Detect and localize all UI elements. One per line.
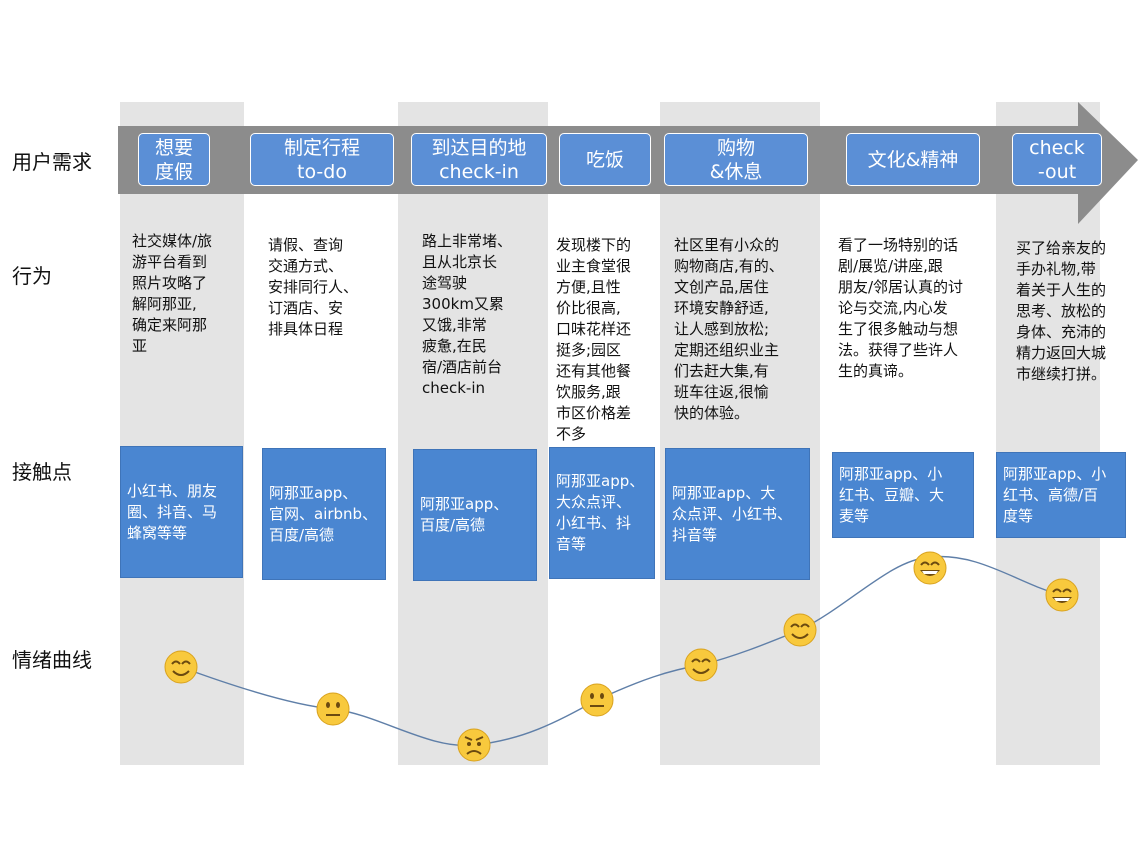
behavior-text-7: 买了给亲友的 手办礼物,带 着关于人生的 思考、放松的 身体、充沛的 精力返回大… <box>1016 239 1107 383</box>
row-label-touchpoint: 接触点 <box>12 460 72 484</box>
behavior-text-1: 社交媒体/旅 游平台看到 照片攻略了 解阿那亚, 确定来阿那 亚 <box>132 232 213 355</box>
column-bg-3 <box>398 102 548 765</box>
behavior-text-3: 路上非常堵、 且从北京长 途驾驶 300km又累 又饿,非常 疲惫,在民 宿/酒… <box>422 232 513 397</box>
touchpoint-box-6: 阿那亚app、小 红书、豆瓣、大 麦等 <box>832 452 974 538</box>
touchpoint-box-3: 阿那亚app、 百度/高德 <box>413 449 537 581</box>
row-label-need: 用户需求 <box>12 150 92 174</box>
behavior-text-2: 请假、查询 交通方式、 安排同行人、 订酒店、安 排具体日程 <box>268 236 359 338</box>
angry-face-icon <box>457 728 491 762</box>
touchpoint-box-5: 阿那亚app、大 众点评、小红书、 抖音等 <box>665 448 810 580</box>
stage-need-1: 想要 度假 <box>138 133 210 186</box>
column-bg-5 <box>660 102 820 765</box>
stage-need-6: 文化&精神 <box>846 133 980 186</box>
behavior-text-4: 发现楼下的 业主食堂很 方便,且性 价比很高, 口味花样还 挺多;园区 还有其他… <box>556 236 632 443</box>
stage-need-2: 制定行程 to-do <box>250 133 394 186</box>
grin-face-icon <box>1045 578 1079 612</box>
neutral-face-icon <box>580 683 614 717</box>
smile-face-icon <box>783 613 817 647</box>
row-label-behavior: 行为 <box>12 264 52 288</box>
smile-face-icon <box>684 648 718 682</box>
emotion-curve-line <box>180 555 1063 747</box>
touchpoint-box-7: 阿那亚app、小 红书、高德/百 度等 <box>996 452 1126 538</box>
stage-need-4: 吃饭 <box>559 133 651 186</box>
smile-face-icon <box>164 650 198 684</box>
neutral-face-icon <box>316 692 350 726</box>
touchpoint-box-4: 阿那亚app、 大众点评、 小红书、抖 音等 <box>549 447 655 579</box>
stage-need-5: 购物 &休息 <box>664 133 808 186</box>
row-label-emotion: 情绪曲线 <box>12 648 92 672</box>
touchpoint-box-1: 小红书、朋友 圈、抖音、马 蜂窝等等 <box>120 446 243 578</box>
grin-face-icon <box>913 551 947 585</box>
behavior-text-5: 社区里有小众的 购物商店,有的、 文创产品,居住 环境安静舒适, 让人感到放松;… <box>674 236 784 422</box>
stage-need-7: check -out <box>1012 133 1102 186</box>
behavior-text-6: 看了一场特别的话 剧/展览/讲座,跟 朋友/邻居认真的讨 论与交流,内心发 生了… <box>838 236 964 380</box>
stage-need-3: 到达目的地 check-in <box>411 133 547 186</box>
touchpoint-box-2: 阿那亚app、 官网、airbnb、 百度/高德 <box>262 448 386 580</box>
